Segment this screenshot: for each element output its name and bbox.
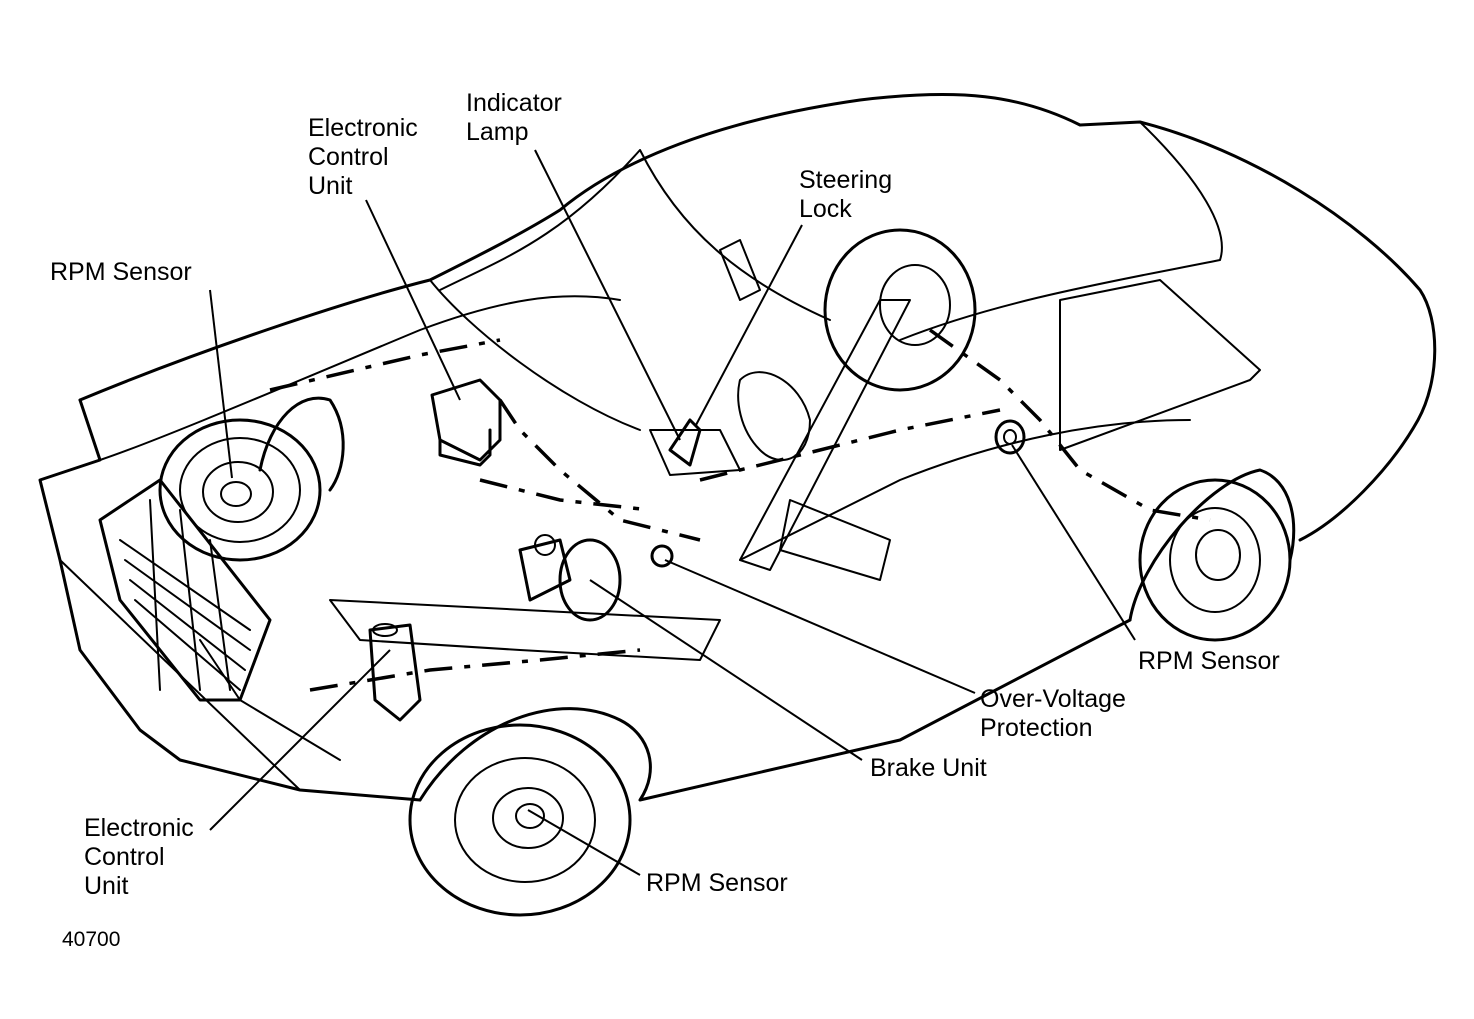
callout-indicator-lamp: Indicator Lamp bbox=[466, 89, 562, 146]
rear-rpm-sensor-component bbox=[994, 419, 1026, 455]
leader-lines bbox=[209, 149, 1136, 876]
callout-over-voltage-protection: Over-Voltage Protection bbox=[980, 685, 1126, 742]
leader-over-voltage bbox=[664, 559, 976, 694]
rear-far-wheel bbox=[823, 228, 977, 392]
leader-ecu-bottom bbox=[209, 649, 391, 831]
leader-indicator-lamp bbox=[534, 149, 681, 441]
callout-rpm-sensor-front-left: RPM Sensor bbox=[50, 258, 192, 286]
leader-rpm-front-left bbox=[209, 289, 233, 479]
leader-rpm-rear bbox=[1011, 444, 1136, 641]
over-voltage-component bbox=[650, 544, 674, 568]
dashboard-components bbox=[649, 239, 811, 476]
callout-steering-lock: Steering Lock bbox=[799, 166, 893, 223]
callout-ecu-bottom: Electronic Control Unit bbox=[84, 814, 194, 900]
callout-brake-unit: Brake Unit bbox=[870, 754, 987, 782]
brake-unit-component bbox=[518, 534, 622, 622]
callout-rpm-sensor-front-right: RPM Sensor bbox=[646, 869, 788, 897]
front-wheel bbox=[408, 723, 632, 917]
spare-wheel bbox=[158, 396, 345, 562]
ecu-bottom-component bbox=[368, 623, 422, 722]
figure-number: 40700 bbox=[62, 928, 121, 951]
rear-wheel bbox=[1138, 478, 1292, 642]
ecu-top-component bbox=[430, 378, 502, 467]
leader-brake-unit bbox=[589, 579, 863, 761]
callout-ecu-top: Electronic Control Unit bbox=[308, 114, 418, 200]
callout-rpm-sensor-rear: RPM Sensor bbox=[1138, 647, 1280, 675]
leader-steering-lock bbox=[695, 224, 803, 426]
wiring-harness bbox=[269, 328, 1211, 692]
leader-rpm-front-right bbox=[527, 809, 641, 876]
car-body bbox=[38, 92, 1437, 802]
leader-ecu-top bbox=[365, 199, 461, 401]
